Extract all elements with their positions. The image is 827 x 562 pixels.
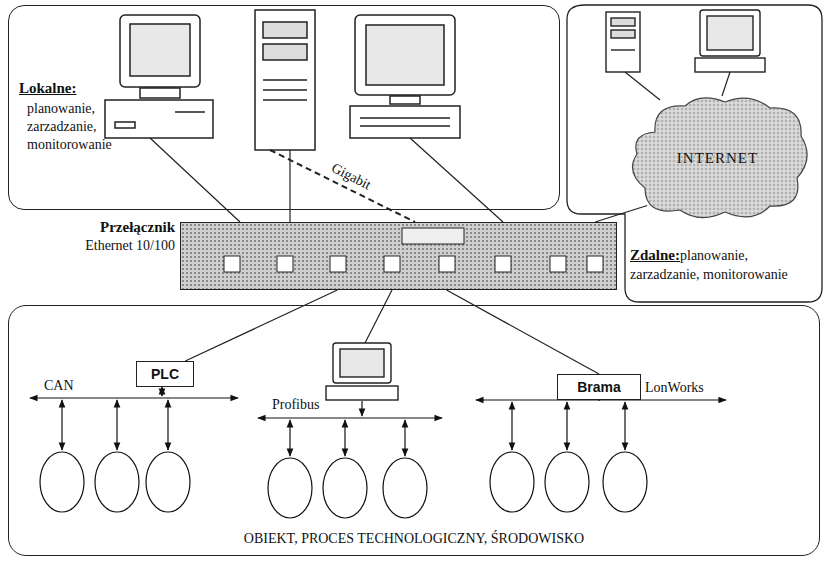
region-heading: Lokalne: (19, 80, 77, 97)
bus-drop (116, 400, 117, 450)
network-link (595, 206, 647, 222)
field-device (323, 458, 367, 518)
cloud-label: INTERNET (625, 150, 810, 167)
ethernet-switch: PrzełącznikEthernet 10/100 (180, 222, 617, 290)
bus-label: LonWorks (645, 380, 704, 396)
bus-drop (566, 402, 567, 450)
bus-drop (289, 420, 290, 456)
field-device (268, 458, 312, 518)
region-heading: Zdalne: (630, 247, 680, 263)
local-region: Lokalne: planowanie, zarzadzanie, monitor… (8, 5, 560, 210)
network-link (185, 290, 337, 361)
internet-cloud: INTERNET (625, 92, 810, 224)
field-device (383, 458, 427, 518)
device-label: Brama (577, 379, 621, 395)
bus-drop (404, 420, 405, 456)
device-label: PLC (151, 366, 179, 382)
remote-text: Zdalne:planowanie, zarzadzanie, monitoro… (630, 246, 816, 284)
field-device (603, 452, 647, 512)
plc-box: PLC (136, 361, 194, 387)
switch-subtitle: Ethernet 10/100 (85, 238, 175, 254)
field-device (146, 452, 190, 512)
bus-drop (344, 420, 345, 456)
field-device (40, 452, 84, 512)
field-device (95, 452, 139, 512)
bus-label: CAN (44, 378, 74, 394)
bus-drop (61, 400, 62, 450)
bus-drop (167, 400, 168, 450)
switch-ports (180, 222, 617, 290)
network-link (447, 290, 599, 374)
bus-drop (511, 402, 512, 450)
object-region: PLC BramaOBIEKT, PROCES TECHNOLOGICZNY, Ś… (8, 305, 820, 556)
switch-title: Przełącznik (100, 219, 175, 236)
field-device (490, 452, 534, 512)
region-caption: OBIEKT, PROCES TECHNOLOGICZNY, ŚRODOWISK… (9, 531, 819, 547)
gateway-box: Brama (557, 374, 641, 400)
field-device (545, 452, 589, 512)
link-label: Gigabit (329, 160, 374, 193)
bus-drop (624, 402, 625, 450)
region-text: planowanie, zarzadzanie, monitorowanie (27, 100, 145, 154)
bus-label: Profibus (272, 397, 319, 413)
